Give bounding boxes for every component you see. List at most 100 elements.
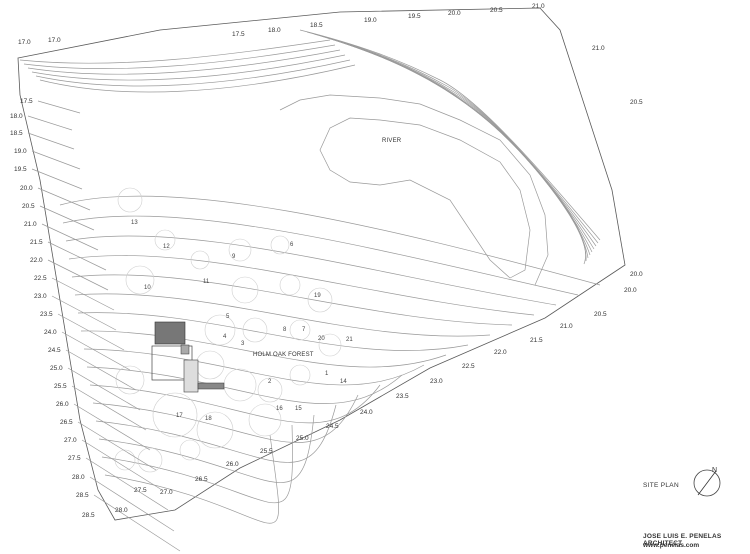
- north-arrow-needle: [697, 470, 717, 496]
- left-contour-tick: [27, 115, 73, 131]
- left-elevation-label: 17.0: [18, 39, 31, 46]
- architect-name: JOSE LUIS E. PENELAS ARCHITECT: [643, 533, 722, 547]
- left-contour-tick: [65, 349, 137, 391]
- bottom-elevation-label: 23.0: [430, 378, 443, 385]
- left-contour-tick: [61, 331, 131, 371]
- tree-number: 18: [205, 416, 212, 422]
- left-elevation-label: 19.5: [14, 166, 27, 173]
- tree-number: 8: [283, 327, 287, 333]
- contour-line: [68, 255, 535, 316]
- top-elevation-label: 18.5: [310, 22, 323, 29]
- left-contour-tick: [37, 100, 81, 114]
- left-elevation-label: 21.5: [30, 239, 43, 246]
- bottom-elevation-label: 20.0: [624, 287, 637, 294]
- left-elevation-label: 22.0: [30, 257, 43, 264]
- tree-canopy: [257, 377, 283, 403]
- tree-number: 16: [276, 406, 283, 412]
- contour-line: [98, 414, 315, 483]
- tree-canopy: [125, 265, 155, 295]
- top-elevation-label: 21.0: [532, 3, 545, 10]
- north-arrow-letter: N: [712, 467, 717, 474]
- left-elevation-label: 20.5: [22, 203, 35, 210]
- left-contour-tick: [71, 385, 147, 431]
- left-contour-tick: [73, 403, 151, 451]
- left-elevation-label: 26.0: [56, 401, 69, 408]
- left-contour-tick: [41, 223, 99, 251]
- upper-contour-line: [348, 43, 587, 262]
- upper-contour-lines: [19, 29, 601, 265]
- tree-number: 10: [144, 285, 151, 291]
- bottom-elevation-label: 22.5: [462, 363, 475, 370]
- left-contour-tick: [47, 241, 107, 271]
- left-contour-tick: [77, 421, 157, 471]
- upper-contour-line: [299, 29, 601, 241]
- top-elevation-label: 21.0: [592, 45, 605, 52]
- contour-line: [65, 235, 557, 306]
- upper-contour-line: [334, 39, 591, 256]
- tree-canopy: [228, 238, 252, 262]
- left-elevation-label: 20.0: [20, 185, 33, 192]
- ridge-contour-line: [39, 64, 356, 93]
- top-elevation-label: 20.0: [448, 10, 461, 17]
- left-elevation-label: 17.5: [20, 98, 33, 105]
- contour-line: [104, 434, 280, 524]
- contour-line: [77, 312, 469, 351]
- left-elevation-label: 27.0: [64, 437, 77, 444]
- tree-canopy: [289, 364, 311, 386]
- left-elevation-label: 21.0: [24, 221, 37, 228]
- bottom-elevation-label: 22.0: [494, 349, 507, 356]
- left-elevation-label: 28.0: [72, 474, 85, 481]
- tree-canopy: [318, 333, 342, 357]
- bottom-elevation-label: 21.0: [560, 323, 573, 330]
- tree-canopy: [248, 403, 282, 437]
- left-contour-tick: [93, 494, 181, 552]
- river-outline: [319, 117, 531, 279]
- contour-line: [80, 330, 447, 368]
- tree-canopy: [137, 447, 163, 473]
- bottom-elevation-label: 25.5: [260, 448, 273, 455]
- left-contour-tick: [67, 367, 141, 411]
- left-contour-tick: [37, 187, 91, 211]
- left-elevation-label: 26.5: [60, 419, 73, 426]
- north-arrow-circle: [693, 469, 721, 497]
- left-elevation-label: 24.5: [48, 347, 61, 354]
- left-contour-tick: [51, 295, 117, 331]
- top-elevation-label: 19.0: [364, 17, 377, 24]
- bottom-elevation-label: 27.5: [134, 487, 147, 494]
- contour-line: [74, 293, 491, 337]
- tree-canopy: [279, 274, 301, 296]
- bottom-elevation-label: 20.5: [594, 311, 607, 318]
- tree-number: 1: [325, 371, 329, 377]
- river-outline-inner: [279, 94, 549, 286]
- contour-line: [101, 424, 293, 504]
- upper-contour-line: [341, 41, 589, 259]
- upper-contour-line: [327, 37, 593, 253]
- tree-number: 19: [314, 293, 321, 299]
- tree-canopy: [190, 250, 210, 270]
- tree-canopy: [117, 187, 143, 213]
- top-elevation-label: 17.5: [232, 31, 245, 38]
- left-elevation-label: 25.5: [54, 383, 67, 390]
- left-elevation-label: 18.5: [10, 130, 23, 137]
- house-roof-hatched: [154, 321, 186, 345]
- left-contour-tick: [31, 150, 81, 170]
- contour-line: [83, 348, 425, 386]
- top-elevation-label: 17.0: [48, 37, 61, 44]
- upper-contour-line: [355, 45, 586, 265]
- ridge-contour-line: [19, 39, 331, 64]
- tree-canopy: [242, 317, 268, 343]
- tree-canopy: [270, 235, 290, 255]
- upper-contour-line: [313, 33, 597, 247]
- tree-canopy: [179, 439, 201, 461]
- left-contour-tick: [57, 313, 125, 351]
- bottom-elevation-label: 25.0: [296, 435, 309, 442]
- tree-canopy: [114, 449, 136, 471]
- tree-canopy: [115, 365, 145, 395]
- house-annex: [183, 359, 199, 393]
- bottom-elevation-label: 24.0: [360, 409, 373, 416]
- left-contour-tick: [51, 277, 115, 311]
- tree-canopy: [154, 229, 176, 251]
- left-elevation-label: 22.5: [34, 275, 47, 282]
